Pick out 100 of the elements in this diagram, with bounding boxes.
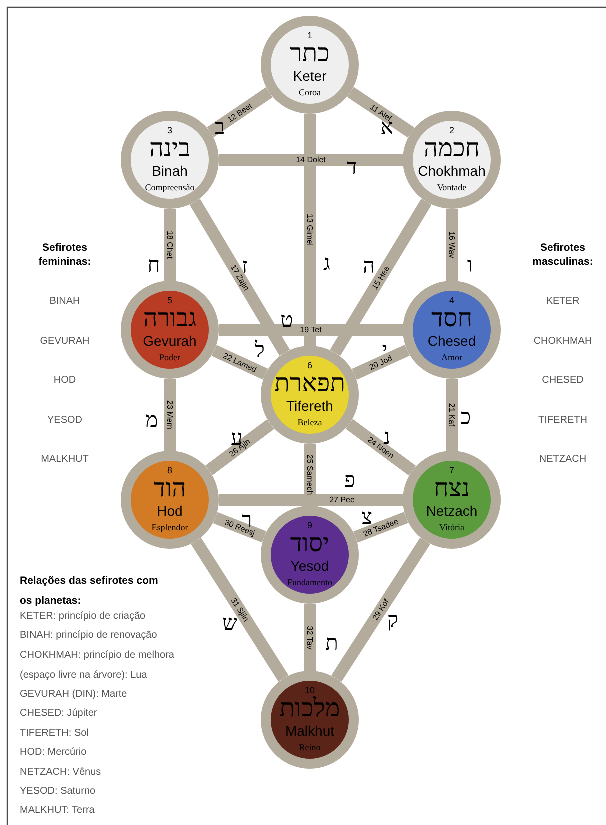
sefira-name: Chesed [428,334,476,348]
edge-label: 13 Gimel [306,213,314,247]
number-label: 10 [305,686,315,696]
list-item: CHOKHMAH [534,336,592,348]
meaning-label: Vitória [440,524,464,532]
number-label: 1 [308,32,312,40]
edge-label: 19 Tet [299,326,323,334]
path-band [446,379,458,451]
meaning-label: Reino [299,744,321,752]
edge-label: 25 Samech [306,454,314,496]
path-band [206,420,274,476]
path-band [213,512,267,543]
meaning-label: Esplendor [152,524,188,532]
hebrew-letter: ד [346,156,358,178]
notes-heading: Relações das sefirotes com os planetas: [20,574,160,608]
edge-label: 23 Mem [166,400,174,430]
note-line: MALKHUT: Terra [20,804,96,818]
path-band [332,538,430,682]
path-band [219,494,403,506]
path-band [219,154,403,166]
hebrew-letter: ב [214,116,226,138]
path-band [330,198,432,356]
hebrew-name: יסוד [290,532,330,556]
sefira-name: Hod [157,504,183,518]
hebrew-name: כתר [290,42,330,66]
path-band [164,209,176,281]
sefira-name: Binah [152,164,188,178]
list-item: BINAH [50,296,80,308]
note-line: YESOD: Saturno [20,785,97,799]
note-line: CHESED: Júpiter [20,707,98,721]
note-line: CHOKHMAH: princípio de melhora (espaço livre na árvore): Lua [20,649,176,682]
hebrew-name: גבורה [143,306,197,332]
meaning-label: Vontade [437,184,467,192]
edge-label: 21 Kaf [448,402,456,428]
hebrew-name: מלכות [280,696,340,722]
number-label: 4 [450,296,454,306]
number-label: 8 [168,466,172,476]
path-band [164,379,176,451]
hebrew-letter: ו [467,254,473,276]
sefira-name: Yesod [290,559,330,573]
list-item: GEVURAH [40,336,90,348]
note-line: HOD: Mercúrio [20,746,88,760]
hebrew-letter: ת [326,632,338,654]
hebrew-letter: ג [324,252,330,274]
edge-label: 27 Pee [328,496,356,504]
hebrew-name: חסד [431,306,473,332]
path-band [207,88,273,138]
sefira-name: Gevurah [143,334,197,348]
sefira-name: Tifereth [286,399,334,413]
path-band [446,209,458,281]
hebrew-letter: פ [344,469,356,491]
note-line: GEVURAH (DIN): Marte [20,688,128,702]
list-item: NETZACH [539,454,587,466]
hebrew-name: חכמה [424,136,480,162]
edge-label: 16 Wav [448,230,456,260]
meaning-label: Coroa [299,88,321,98]
hebrew-letter: מ [146,409,158,431]
path-band [191,538,289,682]
path-band [347,87,415,138]
path-band [212,345,268,380]
hebrew-name: הוד [154,476,186,502]
path-band [304,604,316,671]
list-item: MALKHUT [41,454,89,466]
path-band [354,512,408,543]
note-line: TIFERETH: Sol [20,727,90,741]
path-band [352,344,410,380]
number-label: 9 [308,522,312,530]
list-heading: Sefirotes masculinas: [532,241,594,269]
hebrew-letter: ח [148,254,160,276]
meaning-label: Amor [442,354,462,362]
list-item: TIFERETH [538,415,588,427]
meaning-label: Compreensão [145,184,195,192]
number-label: 7 [450,466,454,476]
meaning-label: Fundamento [288,578,332,588]
hebrew-name: בינה [149,136,191,162]
list-item: KETER [546,296,580,308]
meaning-label: Poder [160,354,180,362]
number-label: 3 [168,126,172,136]
sefira-name: Keter [293,69,327,83]
note-line: BINAH: princípio de renovação [20,629,158,643]
number-label: 6 [308,362,312,370]
note-line: KETER: princípio de criação [20,610,147,624]
hebrew-letter: כ [460,406,472,428]
path-band [219,324,403,336]
sefira-name: Malkhut [285,724,335,738]
edge-label: 18 Chet [166,230,174,260]
sefira-name: Chokhmah [418,164,486,178]
hebrew-letter: ט [280,309,294,331]
list-item: CHESED [542,375,584,387]
number-label: 2 [450,126,454,136]
list-heading: Sefirotes femininas: [38,241,92,269]
edge-label: 32 Tav [306,624,314,650]
number-label: 5 [168,296,172,306]
list-item: YESOD [48,415,82,427]
sefira-name: Netzach [426,504,478,518]
edge-label: 14 Dolet [295,156,327,164]
note-line: NETZACH: Vênus [20,766,102,780]
list-item: HOD [54,375,76,387]
path-band [304,114,316,346]
meaning-label: Beleza [298,418,322,428]
